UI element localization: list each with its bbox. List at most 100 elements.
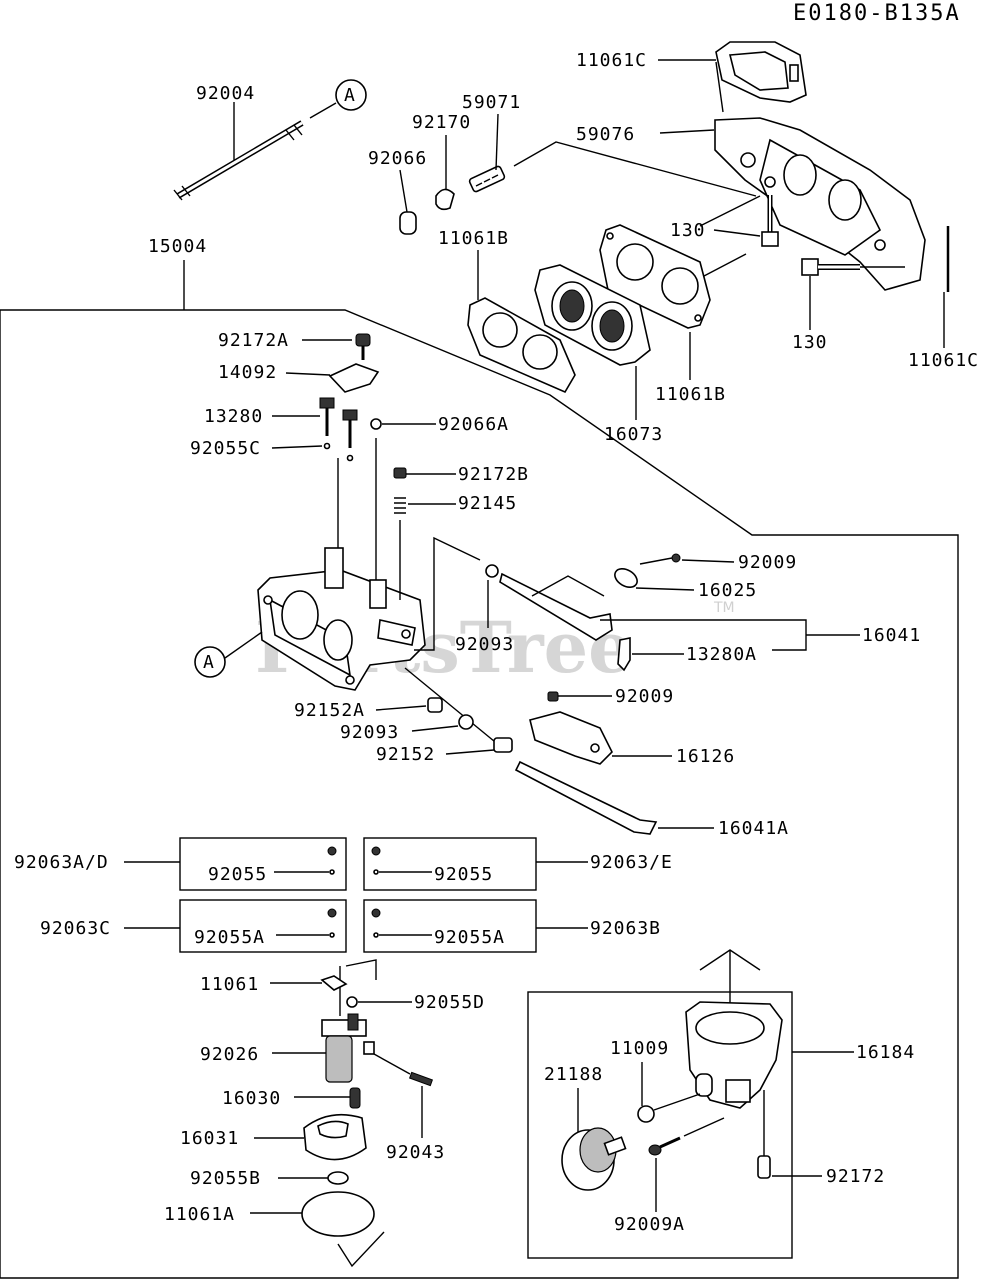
label-92066a: 92066A xyxy=(438,414,509,435)
screw-13280 xyxy=(319,397,358,448)
box-92063c xyxy=(179,899,347,953)
label-92172a: 92172A xyxy=(218,330,289,351)
spring-92145 xyxy=(394,497,406,514)
oring-92055d xyxy=(346,996,358,1008)
gasket-11061c-top xyxy=(715,41,807,103)
box-16184 xyxy=(527,991,793,1259)
label-16126: 16126 xyxy=(676,746,735,767)
shaft-16041a xyxy=(514,760,658,835)
oring-92055c xyxy=(323,442,331,450)
label-92093-b: 92093 xyxy=(340,722,399,743)
pin-92043 xyxy=(408,1071,434,1087)
label-92055-a: 92055 xyxy=(208,864,267,885)
callout-a-bottom: A xyxy=(194,646,226,678)
bracket-14092 xyxy=(328,363,380,393)
watermark-tm: TM xyxy=(713,600,735,616)
shaft-16041 xyxy=(499,572,613,641)
label-15004: 15004 xyxy=(148,236,207,257)
jet-92063e xyxy=(371,846,381,856)
label-13280: 13280 xyxy=(204,406,263,427)
bolt-130-a xyxy=(761,195,779,247)
spacer-16073 xyxy=(534,264,651,366)
svg-text:A: A xyxy=(344,85,356,106)
bushing-92152a xyxy=(427,697,443,713)
label-16031: 16031 xyxy=(180,1128,239,1149)
gasket-11061a xyxy=(301,1191,375,1237)
screw-13280a xyxy=(617,637,631,672)
label-92172b: 92172B xyxy=(458,464,529,485)
bolt-130-b xyxy=(801,258,860,276)
bushing-92152 xyxy=(493,737,513,753)
gasket-92055b xyxy=(327,1171,349,1185)
carburetor-body xyxy=(257,547,426,691)
label-92172: 92172 xyxy=(826,1166,885,1187)
manifold-59076 xyxy=(714,117,926,291)
label-11061c-top: 11061C xyxy=(576,50,647,71)
label-14092: 14092 xyxy=(218,362,277,383)
nipple-59071 xyxy=(468,165,506,193)
fuel-pump-16184 xyxy=(685,1001,783,1109)
seal-92093-a xyxy=(485,564,499,578)
label-59071: 59071 xyxy=(462,92,521,113)
seal-92093-b xyxy=(458,714,474,730)
solenoid-21188 xyxy=(561,1127,627,1191)
label-130-a: 130 xyxy=(670,220,706,241)
label-59076: 59076 xyxy=(576,124,635,145)
label-92055a-b: 92055A xyxy=(434,927,505,948)
screw-92009a xyxy=(648,1136,681,1156)
oring-11009 xyxy=(637,1105,655,1123)
plate-16025 xyxy=(614,568,638,588)
label-92063b: 92063B xyxy=(590,918,661,939)
screw-92009-a xyxy=(671,553,681,563)
label-92093-a: 92093 xyxy=(455,634,514,655)
cap-92066 xyxy=(399,211,417,235)
label-92055c: 92055C xyxy=(190,438,261,459)
gasket-11061 xyxy=(320,975,348,991)
label-92152: 92152 xyxy=(376,744,435,765)
label-16073: 16073 xyxy=(604,424,663,445)
screw-92172a xyxy=(355,333,371,360)
jet-92063c xyxy=(327,908,337,918)
oring-92066a xyxy=(370,418,382,430)
label-92004: 92004 xyxy=(196,83,255,104)
label-13280a: 13280A xyxy=(686,644,757,665)
label-92009-b: 92009 xyxy=(615,686,674,707)
label-92145: 92145 xyxy=(458,493,517,514)
assembly-frame xyxy=(0,309,959,1279)
label-16041: 16041 xyxy=(862,625,921,646)
label-92170: 92170 xyxy=(412,112,471,133)
label-11061b-left: 11061B xyxy=(438,228,509,249)
screw-92172 xyxy=(757,1090,771,1179)
clamp-92170 xyxy=(435,188,455,211)
jet-92063b xyxy=(371,908,381,918)
label-92009a: 92009A xyxy=(614,1214,685,1235)
label-92152a: 92152A xyxy=(294,700,365,721)
label-16030: 16030 xyxy=(222,1088,281,1109)
label-130-b: 130 xyxy=(792,332,828,353)
label-11061c-right: 11061C xyxy=(908,350,979,371)
label-11061: 11061 xyxy=(200,974,259,995)
label-11009: 11009 xyxy=(610,1038,669,1059)
label-92043: 92043 xyxy=(386,1142,445,1163)
label-92066: 92066 xyxy=(368,148,427,169)
gasket-11061b-right xyxy=(599,224,711,329)
gasket-11061b-left xyxy=(467,297,576,394)
label-92009-a: 92009 xyxy=(738,552,797,573)
label-92063c: 92063C xyxy=(40,918,111,939)
stud-92004 xyxy=(173,120,304,201)
screw-92172b xyxy=(393,467,407,479)
box-92063e xyxy=(363,837,537,891)
label-92026: 92026 xyxy=(200,1044,259,1065)
label-11061b-right: 11061B xyxy=(655,384,726,405)
jet-92063ad xyxy=(327,846,337,856)
label-16041a: 16041A xyxy=(718,818,789,839)
box-92063b xyxy=(363,899,537,953)
float-16031 xyxy=(303,1113,367,1161)
label-16025: 16025 xyxy=(698,580,757,601)
label-92063e: 92063/E xyxy=(590,852,673,873)
label-11061a: 11061A xyxy=(164,1204,235,1225)
label-92055b: 92055B xyxy=(190,1168,261,1189)
needle-16030 xyxy=(349,1087,361,1109)
